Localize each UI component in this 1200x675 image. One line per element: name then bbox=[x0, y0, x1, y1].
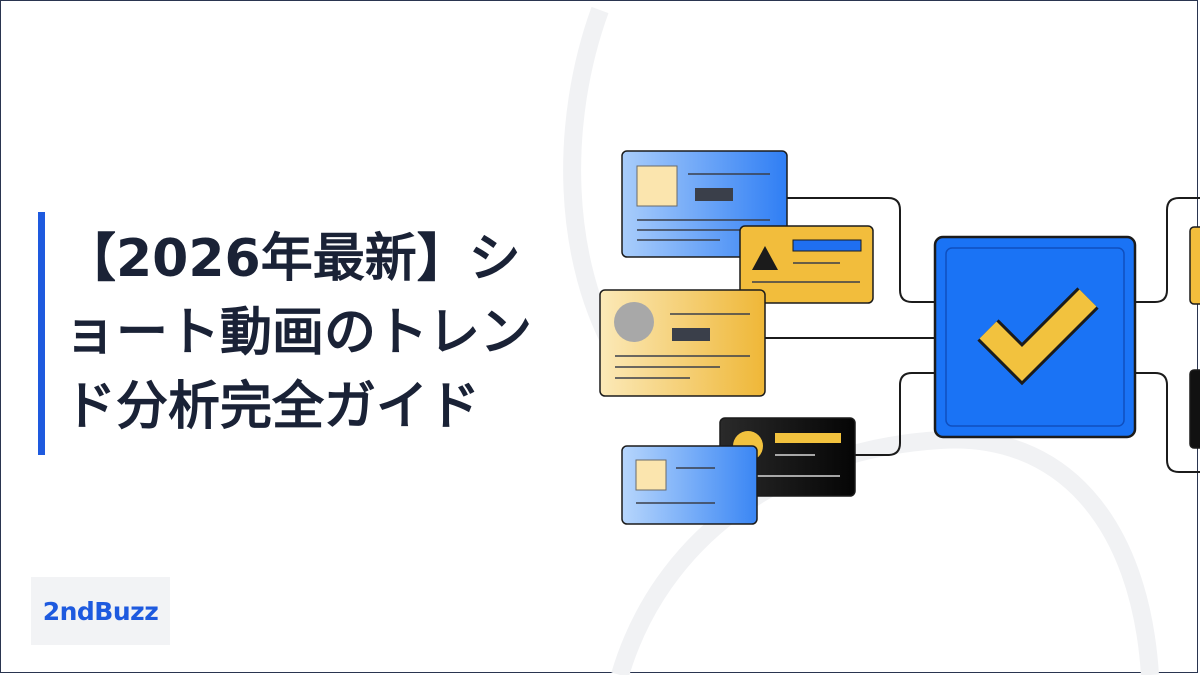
card-yellow-triangle bbox=[739, 225, 874, 304]
page-title: 【2026年最新】シ ョート動画のトレン ド分析完全ガイド bbox=[64, 222, 624, 444]
brand-logo: 2ndBuzz bbox=[31, 577, 170, 645]
card-yellow-avatar bbox=[599, 289, 766, 397]
image-placeholder-icon bbox=[635, 459, 667, 491]
checkmark-icon bbox=[979, 289, 1097, 381]
avatar-circle-icon bbox=[614, 302, 654, 342]
title-line-3: ド分析完全ガイド bbox=[64, 377, 481, 437]
triangle-icon bbox=[752, 246, 778, 270]
card-right-partial-yellow bbox=[1189, 226, 1200, 305]
card-right-partial-black bbox=[1189, 369, 1200, 449]
checkmark-box bbox=[933, 235, 1137, 439]
image-placeholder-icon bbox=[636, 165, 678, 207]
background-arcs bbox=[563, 6, 1159, 675]
title-line-2: ョート動画のトレン bbox=[64, 303, 533, 363]
brand-logo-text: 2ndBuzz bbox=[42, 596, 159, 626]
connector-lines bbox=[765, 197, 1200, 473]
title-accent-bar bbox=[38, 212, 45, 455]
title-line-1: 【2026年最新】シ bbox=[64, 229, 521, 289]
card-blue-bottom bbox=[621, 445, 758, 525]
